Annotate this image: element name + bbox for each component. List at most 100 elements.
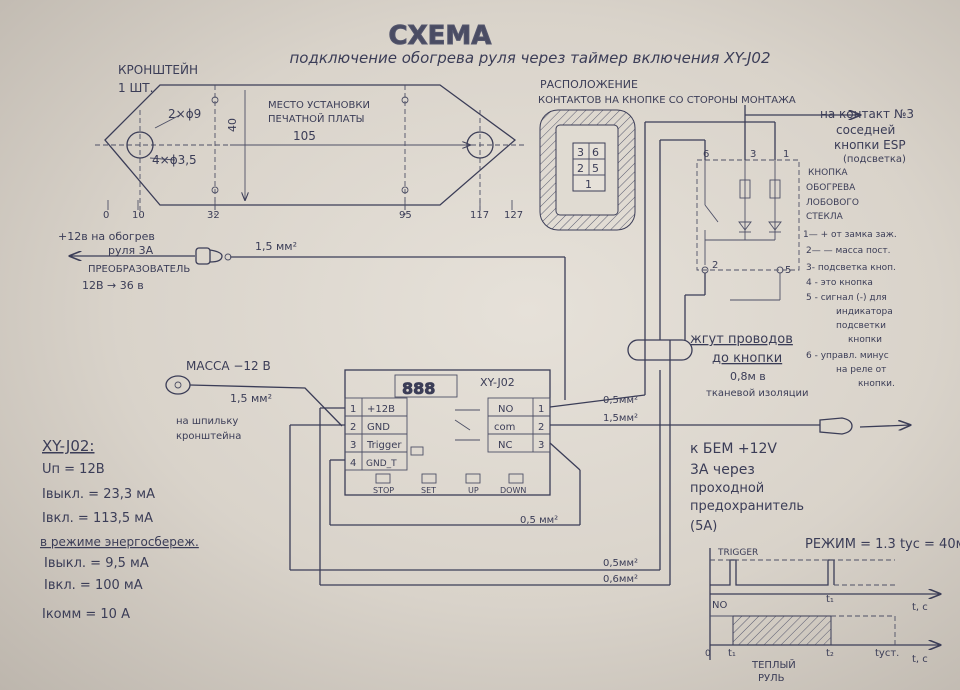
module-right-pin3-name: NC xyxy=(498,440,512,451)
pcb-place-label1: МЕСТО УСТАНОВКИ xyxy=(268,100,370,111)
bracket-holes-small: 4×ϕ3,5 xyxy=(152,153,197,167)
timing-tust: tуст. xyxy=(875,648,899,659)
harness-line2: до кнопки xyxy=(712,351,782,366)
contacts-layout-label2: КОНТАКТОВ НА КНОПКЕ СО СТОРОНЫ МОНТАЖА xyxy=(538,95,796,106)
ground-label: МАССА −12 В xyxy=(186,359,271,373)
to-contact3-line2: соседней xyxy=(836,123,895,137)
specs-eco-heading: в режиме энергосбереж. xyxy=(40,535,199,549)
power-line3: проходной xyxy=(690,481,764,496)
button-legend-5: 5 - сигнал (-) для xyxy=(806,293,887,303)
harness-line3: 0,8м в xyxy=(730,370,766,383)
button-legend-2: 2— — масса пост. xyxy=(806,246,890,256)
button-circuit xyxy=(644,105,860,395)
dim-32: 32 xyxy=(207,210,220,221)
button-legend-9: 6 - управл. минус xyxy=(806,351,889,361)
button-legend-4: 4 - это кнопка xyxy=(806,278,873,288)
wire-05-d: 0,6мм² xyxy=(603,574,638,585)
wire-05-c: 0,5мм² xyxy=(603,558,638,569)
button-legend-11: кнопки. xyxy=(858,379,895,389)
module-left-pin4-name: GND_T xyxy=(366,459,397,469)
power-line1: к БЕМ +12V xyxy=(690,441,777,457)
module-left-pin3-name: Trigger xyxy=(366,440,402,451)
page-title: СХЕМА xyxy=(389,21,492,51)
module-left-pin1-name: +12В xyxy=(367,404,395,415)
bracket-qty: 1 ШТ. xyxy=(118,81,153,95)
timing-t1-bottom: t₁ xyxy=(728,648,736,659)
ground-wire: 1,5 мм² xyxy=(230,392,272,405)
button-title-3: ЛОБОВОГО xyxy=(806,198,859,208)
power-line2: 3А через xyxy=(690,462,755,478)
converter-line3: ПРЕОБРАЗОВАТЕЛЬ xyxy=(88,264,190,275)
timing-axis-2: t, c xyxy=(912,654,928,665)
module-btn-stop: STOP xyxy=(373,486,394,495)
contacts-layout-label1: РАСПОЛОЖЕНИЕ xyxy=(540,78,638,91)
pcb-place-label2: ПЕЧАТНОЙ ПЛАТЫ xyxy=(268,112,365,125)
wire-15: 1,5мм² xyxy=(603,413,638,424)
socket-pin-2: 2 xyxy=(577,162,584,175)
module-btn-down: DOWN xyxy=(500,486,526,495)
wire-05-a: 0,5мм² xyxy=(603,395,638,406)
timing-axis-1: t, c xyxy=(912,602,928,613)
button-title-2: ОБОГРЕВА xyxy=(806,183,856,193)
button-socket-drawing xyxy=(539,109,636,231)
button-legend-1: 1— + от замка заж. xyxy=(803,230,897,240)
to-contact3-line1: на контакт №3 xyxy=(820,107,914,121)
harness-line1: жгут проводов xyxy=(690,332,793,347)
timing-wheel: РУЛЬ xyxy=(758,673,785,684)
socket-pin-1: 1 xyxy=(585,178,592,191)
button-legend-10: на реле от xyxy=(836,365,886,375)
harness-line4: тканевой изоляции xyxy=(706,388,809,399)
dim-10: 10 xyxy=(132,210,145,221)
button-title-1: КНОПКА xyxy=(808,168,848,178)
timing-t2: t₂ xyxy=(826,648,834,659)
dim-95: 95 xyxy=(399,210,412,221)
socket-pin-3: 3 xyxy=(577,146,584,159)
module-left-pin3-num: 3 xyxy=(350,440,356,451)
socket-pin-6: 6 xyxy=(592,146,599,159)
button-pin-2: 2 xyxy=(712,260,718,271)
button-legend-3: 3- подсветка кноп. xyxy=(806,263,896,273)
timing-mode: РЕЖИМ = 1.3 tус = 40мин xyxy=(805,537,960,552)
button-legend-7: подсветки xyxy=(836,321,886,331)
module-right-pin1-name: NO xyxy=(498,404,513,415)
module-left-pin2-num: 2 xyxy=(350,422,356,433)
module-btn-set: SET xyxy=(421,486,436,495)
page-subtitle: подключение обогрева руля через таймер в… xyxy=(289,49,770,67)
timing-t1-top: t₁ xyxy=(826,594,834,605)
bracket-holes-big: 2×ϕ9 xyxy=(168,107,201,121)
bracket-label: КРОНШТЕЙН xyxy=(118,62,198,77)
converter-line1: +12в на обогрев xyxy=(58,230,155,243)
timing-zero: 0 xyxy=(705,649,711,659)
power-line5: (5А) xyxy=(690,519,717,534)
button-title-4: СТЕКЛА xyxy=(806,212,844,222)
converter-wire: 1,5 мм² xyxy=(255,240,297,253)
timing-diagram xyxy=(709,548,940,660)
module-left-pin1-num: 1 xyxy=(350,404,356,415)
module-right-pin2-num: 2 xyxy=(538,422,544,433)
specs-icomm: Iкомм = 10 А xyxy=(42,607,130,622)
ground-wiring xyxy=(165,375,343,427)
module-display: 888 xyxy=(402,379,435,398)
module-right-pin1-num: 1 xyxy=(538,404,544,415)
specs-ion: Iвкл. = 113,5 мА xyxy=(42,511,153,526)
button-legend-6: индикатора xyxy=(836,307,893,317)
dim-117: 117 xyxy=(470,210,489,221)
ground-note1: на шпильку xyxy=(176,416,238,427)
converter-line2: руля 3А xyxy=(108,244,154,257)
dim-127: 127 xyxy=(504,210,523,221)
specs-eco-on: Iвкл. = 100 мА xyxy=(44,578,143,593)
specs-ioff: Iвыкл. = 23,3 мА xyxy=(42,487,155,502)
socket-pin-5: 5 xyxy=(592,162,599,175)
timing-warm: ТЕПЛЫЙ xyxy=(751,658,796,671)
specs-eco-off: Iвыкл. = 9,5 мА xyxy=(44,556,149,571)
module-right-pin3-num: 3 xyxy=(538,440,544,451)
button-pin-6: 6 xyxy=(703,149,709,160)
button-pin-1: 1 xyxy=(783,149,789,160)
button-legend-8: кнопки xyxy=(848,335,882,345)
dim-0: 0 xyxy=(103,210,109,221)
module-left-pin2-name: GND xyxy=(367,422,390,433)
power-line4: предохранитель xyxy=(690,499,804,514)
module-right-pin2-name: com xyxy=(494,422,515,433)
